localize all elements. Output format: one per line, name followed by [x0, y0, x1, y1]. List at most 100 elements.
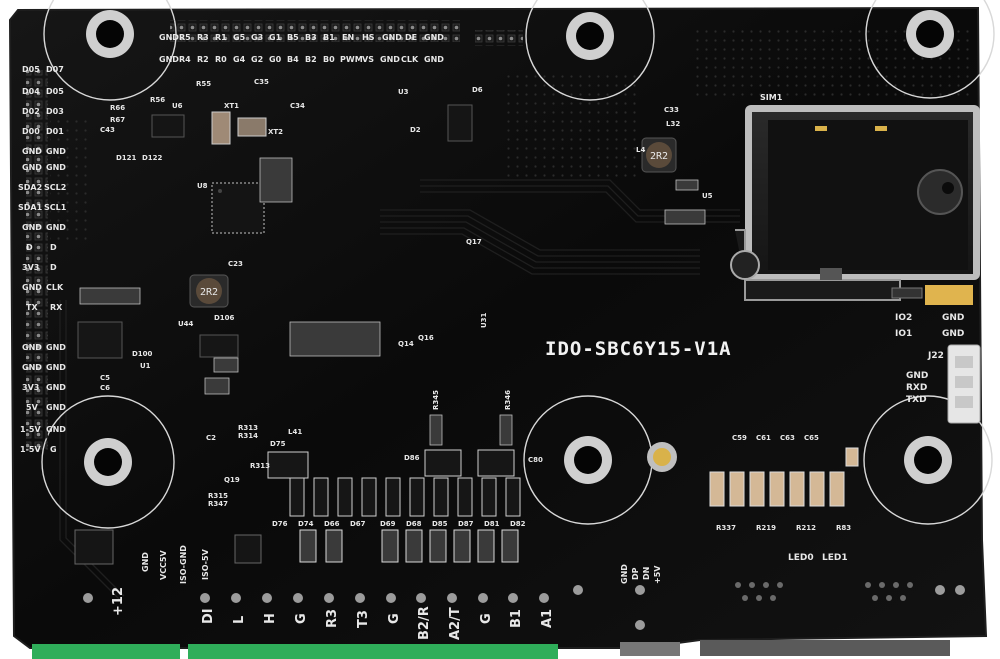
svg-text:3V3: 3V3 [22, 263, 39, 272]
svg-text:G5: G5 [233, 33, 246, 42]
svg-text:D69: D69 [380, 520, 396, 528]
svg-text:T3: T3 [356, 610, 371, 628]
usb-labels: GND DP DN +5V [620, 564, 662, 584]
svg-text:GND: GND [46, 343, 66, 352]
svg-text:R314: R314 [238, 432, 258, 440]
svg-text:R56: R56 [150, 96, 165, 104]
mounting-hole [865, 0, 995, 99]
svg-text:R5: R5 [179, 33, 191, 42]
svg-text:C2: C2 [206, 434, 216, 442]
inductor: 2R2 [189, 274, 229, 308]
svg-text:R337: R337 [716, 524, 736, 532]
svg-text:B5: B5 [287, 33, 299, 42]
svg-text:R3: R3 [197, 33, 209, 42]
usb-connector-edge [620, 642, 680, 656]
terminal-block-green [188, 644, 558, 659]
svg-text:1-5V: 1-5V [20, 445, 41, 454]
svg-text:Q17: Q17 [466, 238, 482, 246]
svg-text:H: H [263, 613, 278, 624]
svg-text:D66: D66 [324, 520, 340, 528]
svg-text:XT2: XT2 [268, 128, 283, 136]
svg-text:B4: B4 [287, 55, 299, 64]
svg-text:R315: R315 [208, 492, 228, 500]
svg-text:D6: D6 [472, 86, 483, 94]
svg-text:C34: C34 [290, 102, 305, 110]
uart-txd-label: TXD [906, 395, 927, 405]
svg-text:G: G [50, 445, 57, 454]
svg-text:CLK: CLK [46, 283, 64, 292]
svg-text:G0: G0 [269, 55, 282, 64]
via-field [505, 70, 640, 180]
svg-text:D86: D86 [404, 454, 420, 462]
svg-text:GND: GND [380, 55, 400, 64]
crystal [237, 117, 267, 137]
svg-text:D: D [50, 263, 57, 272]
svg-text:GND: GND [22, 343, 42, 352]
uart-connector [947, 344, 981, 424]
inductor-label: 2R2 [650, 151, 668, 162]
board-model-label: IDO-SBC6Y15-V1A [545, 338, 732, 360]
svg-text:HS: HS [362, 33, 375, 42]
svg-text:G: G [294, 613, 309, 624]
svg-text:R347: R347 [208, 500, 228, 508]
svg-text:D76: D76 [272, 520, 288, 528]
svg-text:DE: DE [405, 33, 417, 42]
svg-text:SDA1: SDA1 [18, 203, 43, 212]
svg-text:G: G [479, 613, 494, 624]
svg-text:R313: R313 [250, 462, 270, 470]
svg-text:B0: B0 [323, 55, 335, 64]
svg-text:D00: D00 [22, 127, 40, 136]
svg-text:VCC5V: VCC5V [159, 550, 168, 581]
gnd-label: GND [942, 329, 964, 339]
svg-text:R0: R0 [215, 55, 227, 64]
svg-text:G2: G2 [251, 55, 263, 64]
lcd-header-pins [170, 20, 460, 42]
svg-text:D82: D82 [510, 520, 526, 528]
svg-text:GND: GND [46, 383, 66, 392]
svg-text:C65: C65 [804, 434, 819, 442]
svg-text:R1: R1 [215, 33, 227, 42]
svg-text:SCL1: SCL1 [44, 203, 67, 212]
svg-text:XT1: XT1 [224, 102, 239, 110]
svg-text:U3: U3 [398, 88, 409, 96]
svg-text:U5: U5 [702, 192, 713, 200]
svg-text:A1: A1 [540, 609, 555, 628]
svg-text:GND: GND [424, 55, 444, 64]
svg-text:ISO-5V: ISO-5V [201, 548, 210, 580]
fuse-row [299, 529, 519, 563]
svg-text:SDA2: SDA2 [18, 183, 42, 192]
top-header-labels-row1: GND R5 R3 R1 G5 G3 G1 B5 B3 B1 EN HS GND… [159, 33, 444, 42]
mounting-hole [41, 395, 175, 529]
svg-text:R345: R345 [432, 390, 440, 410]
svg-text:RX: RX [50, 303, 63, 312]
svg-text:B3: B3 [305, 33, 317, 42]
svg-text:SCL2: SCL2 [44, 183, 66, 192]
ethernet-connector-edge [700, 640, 950, 656]
chip [74, 104, 473, 565]
svg-text:D87: D87 [458, 520, 474, 528]
svg-text:G3: G3 [251, 33, 263, 42]
svg-text:R346: R346 [504, 390, 512, 410]
mounting-hole [863, 395, 993, 525]
inductor-label: 2R2 [200, 287, 218, 298]
mounting-hole [525, 0, 655, 101]
via-field [50, 120, 90, 240]
svg-text:C43: C43 [100, 126, 115, 134]
svg-text:5V: 5V [26, 403, 39, 412]
svg-text:B2: B2 [305, 55, 317, 64]
svg-text:GND: GND [46, 425, 66, 434]
svg-text:G: G [387, 613, 402, 624]
mounting-hole [523, 395, 653, 525]
io2-label: IO2 [895, 313, 912, 323]
terminal-labels: +12 DI L H G R3 T3 G B2/R A2/T G B1 A1 [111, 587, 555, 640]
svg-text:GND: GND [46, 147, 66, 156]
inductor: 2R2 [641, 137, 677, 173]
svg-text:U6: U6 [172, 102, 183, 110]
svg-text:GND: GND [46, 363, 66, 372]
svg-text:C59: C59 [732, 434, 747, 442]
svg-text:CLK: CLK [401, 55, 419, 64]
io1-label: IO1 [895, 329, 912, 339]
svg-text:D67: D67 [350, 520, 366, 528]
svg-text:C35: C35 [254, 78, 269, 86]
svg-text:D122: D122 [142, 154, 163, 162]
